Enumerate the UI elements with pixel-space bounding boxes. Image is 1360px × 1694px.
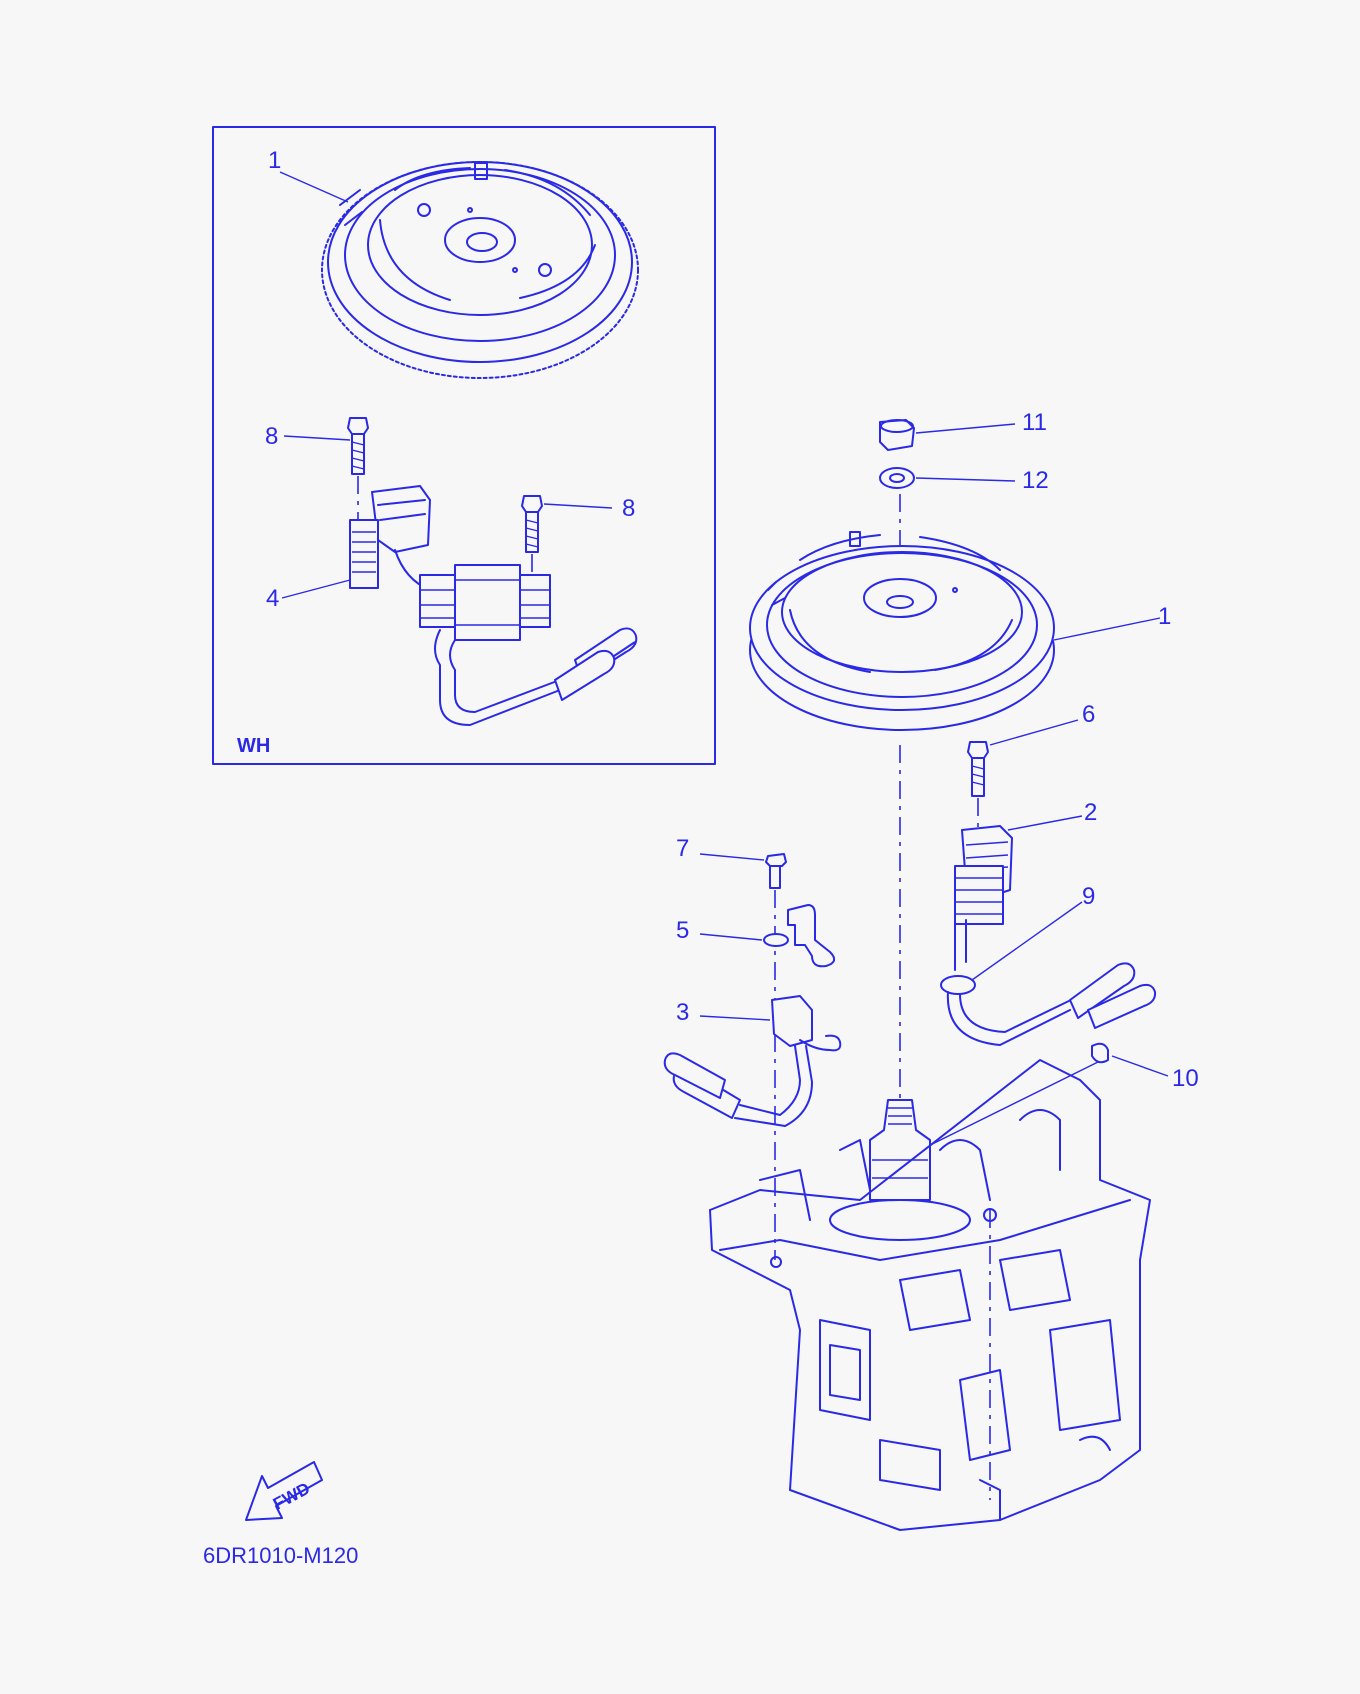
fwd-arrow: FWD	[245, 1461, 323, 1521]
inset-label: WH	[237, 735, 270, 757]
inset-bolt-upper	[347, 417, 369, 550]
callout-inset-bolt-upper: 8	[265, 423, 278, 450]
clamp-9: 9	[940, 883, 1157, 1046]
callout-key-10: 10	[1172, 1065, 1199, 1092]
inset-bolt-right	[521, 495, 543, 590]
callout-nut: 11	[1022, 409, 1047, 436]
charge-coil: 2	[954, 799, 1097, 971]
callout-clamp-9: 9	[1082, 883, 1095, 910]
callout-screw-7: 7	[676, 835, 689, 862]
inset-panel: WH	[212, 126, 716, 765]
nut: 11	[879, 409, 1047, 451]
pulser-3: 3	[663, 995, 842, 1127]
engine-block	[709, 1059, 1151, 1531]
washer: 12	[879, 467, 1049, 494]
drawing-code: 6DR1010-M120	[203, 1543, 358, 1568]
callout-washer: 12	[1022, 467, 1049, 494]
callout-bolt-6: 6	[1082, 701, 1095, 728]
inset-flywheel	[321, 161, 639, 379]
flywheel: 1	[749, 531, 1171, 731]
screw-7: 7	[676, 835, 787, 1260]
callout-inset-flywheel: 1	[268, 147, 281, 174]
key-10: 10	[899, 1042, 1199, 1161]
callout-flywheel: 1	[1158, 603, 1171, 630]
callout-inset-pulser-coil: 4	[266, 585, 279, 612]
callout-inset-bolt-right: 8	[622, 495, 635, 522]
inset-charge-coil	[419, 564, 566, 726]
plate-5: 5	[676, 904, 836, 968]
inset-connectors	[554, 627, 638, 701]
callout-charge-coil: 2	[1084, 799, 1097, 826]
bolt-6: 6	[967, 701, 1095, 830]
callout-pulser-3: 3	[676, 999, 689, 1026]
inset-pulser-coil	[349, 485, 431, 591]
callout-plate-5: 5	[676, 917, 689, 944]
